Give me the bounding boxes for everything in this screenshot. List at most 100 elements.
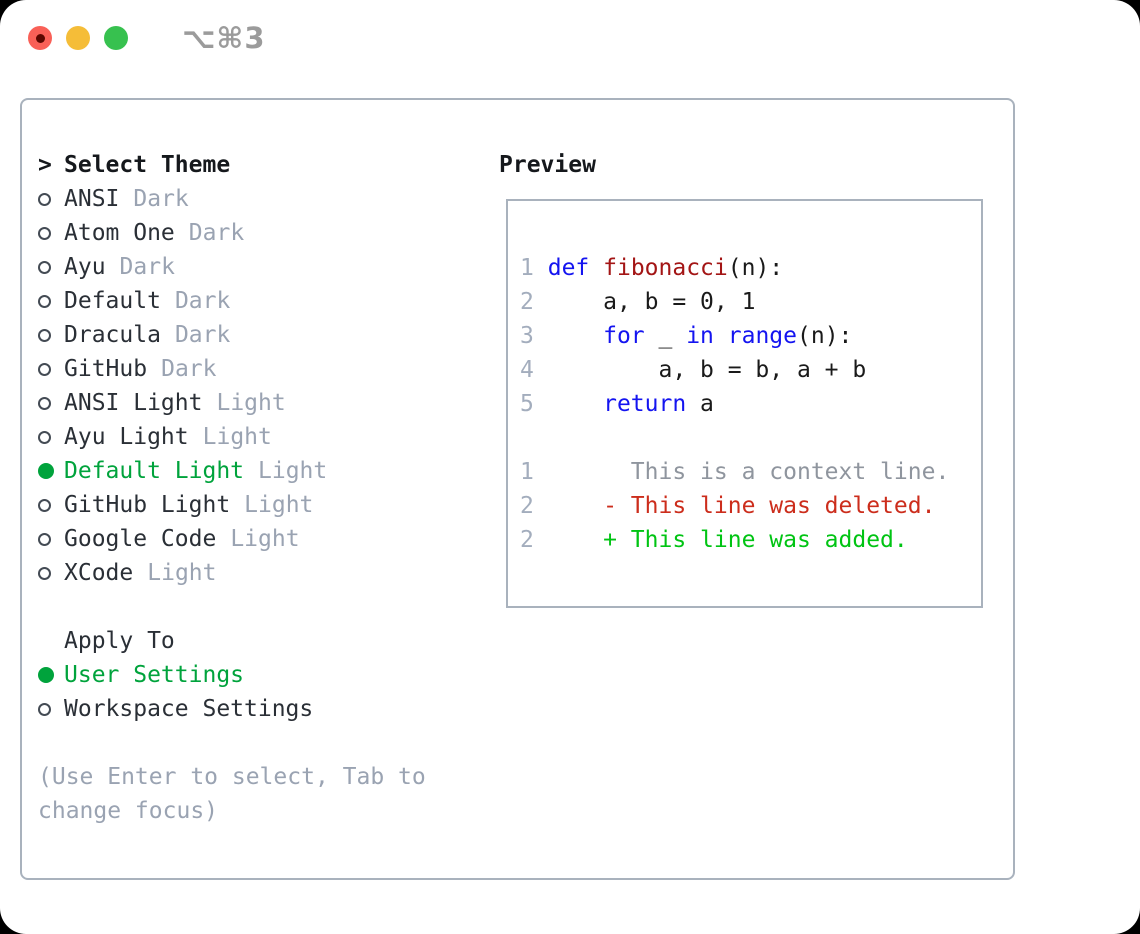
token-plain: a, b = 0, 1 — [547, 289, 756, 315]
theme-option-default-light[interactable]: Default Light Light — [38, 454, 488, 488]
radio-unselected-icon — [38, 566, 51, 580]
code-line: 2 a, b = 0, 1 — [520, 285, 981, 319]
theme-variant: Dark — [133, 186, 189, 212]
theme-option-xcode[interactable]: XCode Light — [38, 556, 488, 590]
token-plain — [548, 323, 603, 349]
theme-name: Atom One — [64, 220, 175, 246]
line-number: 2 — [520, 527, 534, 553]
theme-name: XCode — [64, 560, 134, 586]
theme-name: Google Code — [64, 526, 217, 552]
apply-to-label: Apply To — [64, 628, 175, 654]
radio-cell — [38, 667, 64, 683]
theme-name: Dracula — [64, 322, 161, 348]
radio-cell — [38, 498, 64, 512]
theme-name: ANSI — [64, 186, 120, 212]
apply-option-label: User Settings — [64, 662, 245, 688]
theme-variant: Light — [147, 560, 217, 586]
token-keyword: return — [603, 391, 687, 417]
theme-option-ayu[interactable]: Ayu Dark — [38, 250, 488, 284]
close-dot-icon — [35, 33, 45, 43]
theme-variant: Light — [216, 390, 286, 416]
radio-unselected-icon — [38, 430, 51, 444]
diff-line-deleted: 2 - This line was deleted. — [520, 489, 981, 523]
token-plain — [589, 255, 603, 281]
radio-selected-icon — [38, 667, 54, 683]
theme-name: Ayu — [64, 254, 106, 280]
theme-option-ansi[interactable]: ANSI Dark — [38, 182, 488, 216]
radio-cell — [38, 328, 64, 342]
theme-option-dracula[interactable]: Dracula Dark — [38, 318, 488, 352]
minimize-button[interactable] — [66, 26, 90, 50]
token-keyword: def — [547, 255, 590, 281]
radio-unselected-icon — [38, 702, 51, 716]
spacer — [38, 726, 488, 760]
radio-unselected-icon — [38, 294, 51, 308]
line-number: 3 — [520, 323, 534, 349]
code-line: 4 a, b = b, a + b — [520, 353, 981, 387]
line-number: 2 — [520, 289, 534, 315]
radio-cell — [38, 532, 64, 546]
select-theme-label: Select Theme — [64, 152, 231, 178]
theme-variant: Dark — [119, 254, 175, 280]
radio-cell — [38, 430, 64, 444]
token-plain: a — [686, 391, 714, 417]
apply-to-header: Apply To — [38, 624, 488, 658]
theme-variant: Light — [244, 492, 314, 518]
zoom-button[interactable] — [104, 26, 128, 50]
preview-column: Preview 1 def fibonacci(n):2 a, b = 0, 1… — [499, 148, 983, 608]
radio-unselected-icon — [38, 260, 51, 274]
token-keyword: for — [603, 323, 645, 349]
diff-text: This is a context line. — [547, 459, 950, 485]
code-line: 5 return a — [520, 387, 981, 421]
token-plain: (n): — [727, 255, 784, 281]
theme-variant: Dark — [174, 322, 231, 348]
theme-name: GitHub Light — [64, 492, 231, 518]
diff-line-added: 2 + This line was added. — [520, 523, 981, 557]
help-text: (Use Enter to select, Tab to change focu… — [38, 764, 426, 824]
apply-option-workspace-settings[interactable]: Workspace Settings — [38, 692, 488, 726]
close-button[interactable] — [28, 26, 52, 50]
code-line: 3 for _ in range(n): — [520, 319, 981, 353]
radio-cell — [38, 362, 64, 376]
radio-cell — [38, 294, 64, 308]
radio-cell — [38, 192, 64, 206]
theme-option-github-light[interactable]: GitHub Light Light — [38, 488, 488, 522]
radio-unselected-icon — [38, 532, 51, 546]
theme-variant: Light — [258, 458, 328, 484]
preview-header: Preview — [499, 148, 983, 182]
theme-variant: Light — [202, 424, 272, 450]
line-number: 1 — [520, 255, 534, 281]
token-plain — [548, 391, 603, 417]
select-theme-header: > Select Theme — [38, 148, 488, 182]
titlebar: ⌥⌘3 — [28, 21, 266, 55]
radio-unselected-icon — [38, 192, 51, 206]
radio-unselected-icon — [38, 328, 51, 342]
apply-option-user-settings[interactable]: User Settings — [38, 658, 488, 692]
focus-caret-icon: > — [38, 152, 52, 178]
token-plain — [714, 323, 728, 349]
radio-unselected-icon — [38, 498, 51, 512]
radio-cell — [38, 396, 64, 410]
radio-cell — [38, 226, 64, 240]
radio-selected-icon — [38, 463, 54, 479]
token-function: fibonacci — [603, 255, 728, 281]
token-plain: (n): — [797, 323, 853, 349]
theme-name: Default Light — [64, 458, 245, 484]
line-number: 4 — [520, 357, 534, 383]
diff-line-context: 1 This is a context line. — [520, 455, 981, 489]
radio-cell — [38, 260, 64, 274]
code-line: 1 def fibonacci(n): — [520, 251, 981, 285]
radio-cell — [38, 463, 64, 479]
line-number: 1 — [520, 459, 534, 485]
